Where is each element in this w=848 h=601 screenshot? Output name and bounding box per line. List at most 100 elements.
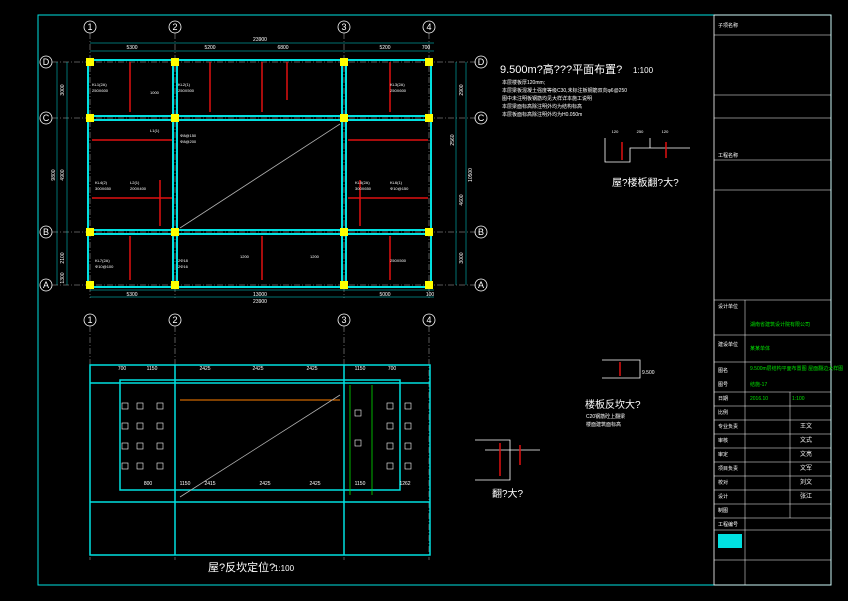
tb-scale: 1:100	[792, 396, 805, 402]
rebar-label-3: Φ10@150	[390, 186, 409, 191]
tb-sig-3: 文亮	[800, 450, 812, 458]
dim2-top-4: 2425	[252, 366, 263, 372]
tb-row-design: 设计	[718, 493, 728, 500]
grid-label-b-right: B	[478, 227, 484, 237]
dim-left-3: 4900	[60, 169, 66, 180]
plan-note-5: 本层板面标高除注明外均为H0.050m	[502, 111, 582, 118]
grid-label-d-right: D	[478, 57, 485, 67]
dim-right-4: 4600	[459, 194, 465, 205]
plan-note-4: 本层梁面标高除注明外均为结构标高	[502, 103, 582, 110]
grid-label-b-left: B	[43, 227, 49, 237]
plan-note-2: 本层梁板混凝土强度等级C30,未标注板钢筋双向φ6@250	[502, 87, 627, 94]
beam-size-1: 250X600	[92, 88, 109, 93]
grid-label-c-right: C	[478, 113, 485, 123]
beam-label-9: KL7(2A)	[95, 258, 110, 263]
plan-structural-layout: 1 2 3 4 D C B A D C B A 5300 5200 6800 5…	[39, 20, 654, 305]
beam-size-6: 200X400	[130, 186, 147, 191]
detail3-title: 翻?大?	[492, 487, 524, 500]
tb-row-approve: 审定	[718, 451, 728, 458]
tb-row-scale: 比例	[718, 409, 728, 416]
dim2-top-7: 700	[388, 366, 397, 372]
detail2-elevation: 9.500	[642, 370, 655, 376]
plan2-title: 屋?反坎定位?	[208, 560, 275, 574]
dim-top-4: 5200	[379, 45, 390, 51]
dim2-bottom-4: 2425	[259, 481, 270, 487]
grid-label-a-left: A	[43, 280, 49, 290]
dim-bottom-3: 5000	[379, 292, 390, 298]
tb-project: 某某单体	[750, 345, 770, 352]
beam-size-3: 250X600	[390, 88, 407, 93]
rebar-label-1: Φ8@150	[180, 133, 197, 138]
beam-label-6: L2(1)	[130, 180, 140, 185]
tb-date: 2016.10	[750, 396, 768, 402]
dim-bottom-2: 13000	[253, 292, 267, 298]
dim-top-total: 23900	[253, 37, 267, 43]
dim-bottom-total: 23900	[253, 299, 267, 305]
tb-company: 湖南省建筑设计院有限公司	[750, 321, 810, 328]
grid-label-a-right: A	[478, 280, 484, 290]
dim-left-5: 1300	[60, 272, 66, 283]
grid2-label-4: 4	[426, 315, 431, 325]
dim-right-1: 2900	[459, 84, 465, 95]
tb-row-sheetname: 图名	[718, 367, 728, 374]
company-logo	[718, 534, 742, 548]
plan-note-3: 图中未注明板钢筋均见大样详本施工说明	[502, 95, 592, 102]
tb-row-client: 建设单位	[718, 341, 738, 348]
tb-row-review: 审核	[718, 437, 728, 444]
plan-scale: 1:100	[633, 66, 654, 75]
tb-sig-1: 王文	[800, 422, 812, 430]
beam-label-3: KL3(2A)	[390, 82, 405, 87]
dim-left-4: 2100	[60, 252, 66, 263]
beam-size-10: 250X500	[390, 258, 407, 263]
beam-size-5: 300X650	[95, 186, 112, 191]
title-block: 子项名称 工程名称 设计单位 建设单位 图名 图号 日期 比例 专业负责 审核 …	[714, 22, 843, 585]
rebar-label-4: Φ10@100	[95, 264, 114, 269]
dim2-top-2: 1150	[147, 366, 158, 372]
beam-label-5: KL4(2)	[95, 180, 108, 185]
detail1-dim-1: 120	[612, 129, 619, 134]
dim2-bottom-6: 1150	[355, 481, 366, 487]
tb-sig-2: 文式	[800, 436, 812, 444]
plan2-scale: 1:100	[274, 564, 295, 573]
detail2-note-1: C20钢筋砼上翻梁	[586, 413, 625, 420]
dim2-bottom-2: 1150	[180, 481, 191, 487]
tb-row-subitem: 子项名称	[718, 22, 738, 29]
beam-label-7: KL5(2A)	[355, 180, 370, 185]
tb-row-draw: 制图	[718, 507, 728, 514]
detail1-title: 屋?楼板翻?大?	[612, 176, 679, 189]
tb-row-project: 工程名称	[718, 152, 738, 159]
tb-row-jobno: 工程编号	[718, 521, 738, 528]
grid-label-4: 4	[426, 22, 431, 32]
grid-label-c-left: C	[43, 113, 50, 123]
plan-note-1: 本层楼板厚120mm;	[502, 79, 545, 86]
dim-right-2: 2560	[450, 134, 456, 145]
detail1-dim-2: 250	[637, 129, 644, 134]
dim2-top-1: 700	[118, 366, 127, 372]
slab-note-1: 1000	[150, 90, 160, 95]
grid-label-1: 1	[87, 22, 92, 32]
dim-top-1: 5300	[126, 45, 137, 51]
dim2-top-3: 2425	[199, 366, 210, 372]
tb-sig-4: 文军	[800, 464, 812, 472]
dim-top-3: 6800	[277, 45, 288, 51]
beam-size-2: 250X500	[178, 88, 195, 93]
tb-row-sheetno: 图号	[718, 382, 728, 388]
grid2-label-2: 2	[172, 315, 177, 325]
dim-right-3: 10500	[468, 168, 474, 182]
tb-sheet-no: 结施-17	[750, 381, 767, 388]
tb-row-check: 校对	[718, 479, 728, 486]
grid2-label-1: 1	[87, 315, 92, 325]
dim-left-1: 3000	[60, 84, 66, 95]
beam-label-1: KL1(2A)	[92, 82, 107, 87]
dim2-bottom-5: 2425	[309, 481, 320, 487]
dim2-top-6: 1150	[355, 366, 366, 372]
grid2-label-3: 3	[341, 315, 346, 325]
plan-title: 9.500m?高???平面布置?	[500, 62, 622, 76]
dim2-top-5: 2425	[306, 366, 317, 372]
grid-label-2: 2	[172, 22, 177, 32]
tb-row-designer: 设计单位	[718, 303, 738, 310]
dim-top-2: 5200	[204, 45, 215, 51]
dim-mid-2: 1200	[310, 254, 320, 259]
